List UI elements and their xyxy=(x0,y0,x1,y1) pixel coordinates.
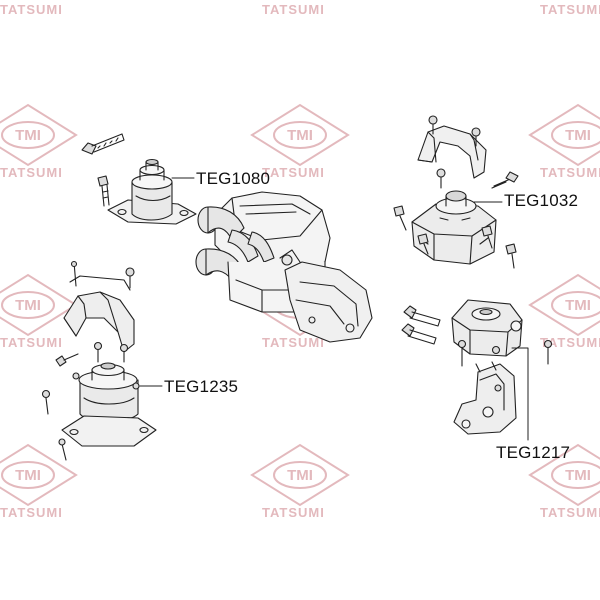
teg1032-mount-illustration xyxy=(393,115,519,269)
watermark-brand-text: TATSUMI xyxy=(0,165,63,180)
watermark-tmi-logo: TMI xyxy=(0,103,78,167)
svg-text:TMI: TMI xyxy=(15,297,41,314)
svg-text:TMI: TMI xyxy=(565,467,591,484)
part-label-teg1032: TEG1032 xyxy=(504,191,579,210)
watermark-tmi-logo: TMI xyxy=(528,273,600,337)
watermark-brand-text: TATSUMI xyxy=(262,2,325,17)
teg1217-mount-illustration xyxy=(401,299,553,441)
watermark-brand-text: TATSUMI xyxy=(0,335,63,350)
watermark-brand-text: TATSUMI xyxy=(262,165,325,180)
svg-text:TMI: TMI xyxy=(565,297,591,314)
part-label-teg1080: TEG1080 xyxy=(196,169,271,188)
svg-text:TMI: TMI xyxy=(287,467,313,484)
watermark-brand-text: TATSUMI xyxy=(262,505,325,520)
watermark-brand-text: TATSUMI xyxy=(540,2,600,17)
teg1235-mount-illustration xyxy=(41,260,163,461)
watermark-brand-text: TATSUMI xyxy=(540,505,600,520)
watermark-brand-text: TATSUMI xyxy=(0,505,63,520)
svg-text:TMI: TMI xyxy=(15,127,41,144)
svg-text:TMI: TMI xyxy=(287,127,313,144)
watermark-tmi-logo: TMI xyxy=(528,103,600,167)
teg1080-mount-illustration xyxy=(81,133,197,225)
part-label-teg1217: TEG1217 xyxy=(496,443,571,462)
watermark-tmi-logo: TMI xyxy=(528,443,600,507)
watermark-brand-text: TATSUMI xyxy=(540,165,600,180)
watermark-tmi-logo: TMI xyxy=(0,443,78,507)
svg-text:TMI: TMI xyxy=(15,467,41,484)
watermark-tmi-logo: TMI xyxy=(250,443,350,507)
svg-text:TMI: TMI xyxy=(565,127,591,144)
watermark-brand-text: TATSUMI xyxy=(0,2,63,17)
watermark-tmi-logo: TMI xyxy=(250,103,350,167)
watermark-brand-text: TATSUMI xyxy=(540,335,600,350)
engine-illustration xyxy=(195,191,373,343)
watermark-brand-text: TATSUMI xyxy=(262,335,325,350)
part-label-teg1235: TEG1235 xyxy=(164,377,239,396)
